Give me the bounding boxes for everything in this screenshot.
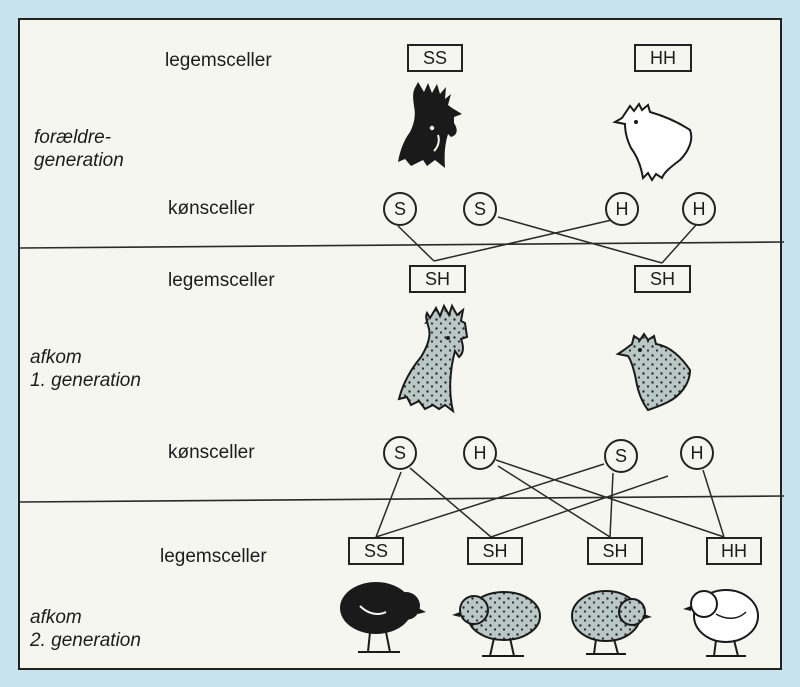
generation-label-parent: forældre- generation: [34, 127, 124, 171]
divider-line: [20, 241, 784, 249]
genotype-box-parent-hh: HH: [634, 44, 692, 72]
generation-label-f2: afkom 2. generation: [30, 607, 141, 651]
white-chick-icon: [683, 589, 759, 657]
genotype-box-f2: SH: [587, 537, 643, 565]
row-label-parent-gametes: kønsceller: [168, 198, 255, 219]
row-label-f1-gametes: kønsceller: [168, 442, 255, 463]
genotype-box-f2: SS: [348, 537, 404, 565]
speckled-hen-icon: [615, 332, 692, 412]
speckled-rooster-icon: [397, 303, 469, 414]
gamete-circle: H: [680, 436, 714, 470]
gamete-circle: H: [682, 192, 716, 226]
gamete-circle: S: [604, 439, 638, 473]
genotype-box-f1: SH: [634, 265, 691, 293]
gamete-circle: H: [463, 436, 497, 470]
row-label-f1-body-cells: legemsceller: [168, 270, 275, 291]
speckled-chick-icon: [571, 590, 652, 655]
white-hen-icon: [612, 102, 693, 182]
row-label-parent-body-cells: legemsceller: [165, 50, 272, 71]
genotype-box-f2: HH: [706, 537, 762, 565]
gamete-circle: S: [383, 436, 417, 470]
generation-label-f1: afkom 1. generation: [30, 347, 141, 391]
genotype-box-f2: SH: [467, 537, 523, 565]
gamete-circle: S: [463, 192, 497, 226]
f1-cross-lines: [375, 459, 725, 538]
parent-cross-lines: [397, 216, 697, 264]
row-label-f2-body-cells: legemsceller: [160, 546, 267, 567]
genotype-box-f1: SH: [409, 265, 466, 293]
speckled-chick-icon: [452, 591, 541, 657]
genotype-box-parent-ss: SS: [407, 44, 463, 72]
black-chick-icon: [340, 582, 426, 653]
black-rooster-icon: [398, 82, 462, 168]
diagram-artwork: [20, 82, 784, 657]
gamete-circle: H: [605, 192, 639, 226]
divider-line: [20, 495, 784, 503]
genetics-diagram-panel: legemsceller kønsceller legemsceller køn…: [18, 18, 784, 670]
gamete-circle: S: [383, 192, 417, 226]
